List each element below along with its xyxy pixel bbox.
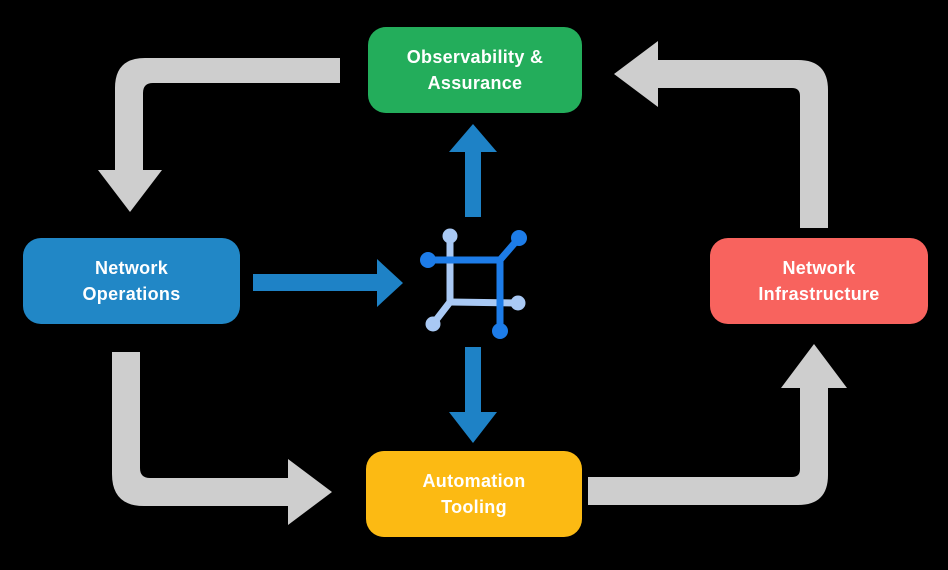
- node-network-operations-label-line2: Operations: [82, 284, 181, 304]
- node-observability-assurance: Observability & Assurance: [368, 27, 582, 113]
- cycle-arrow-automation-to-infrastructure: [588, 344, 847, 505]
- node-automation-tooling: Automation Tooling: [366, 451, 582, 537]
- node-network-infrastructure: Network Infrastructure: [710, 238, 928, 324]
- node-automation-tooling-label-line1: Automation: [422, 470, 526, 491]
- node-network-operations: Network Operations: [23, 238, 240, 324]
- flow-arrow-operations-to-center: [253, 259, 403, 307]
- cycle-arrow-operations-to-automation: [112, 352, 332, 525]
- cycle-arrow-infrastructure-to-observability: [614, 41, 828, 228]
- network-automation-icon: [420, 228, 527, 339]
- node-observability-assurance-label-line1: Observability &: [406, 46, 544, 67]
- network-automation-icon-light-nodes: [425, 228, 526, 332]
- node-observability-assurance-label-line2: Assurance: [427, 73, 523, 93]
- cycle-arrow-observability-to-operations: [98, 58, 340, 212]
- flow-arrow-center-to-observability: [449, 124, 497, 217]
- node-automation-tooling-label-line2: Tooling: [441, 497, 507, 517]
- node-network-infrastructure-label-line1: Network: [782, 257, 856, 278]
- network-automation-icon-dark-nodes: [420, 230, 527, 339]
- flow-arrow-center-to-automation: [449, 347, 497, 443]
- node-network-infrastructure-label-line2: Infrastructure: [758, 284, 880, 304]
- node-network-operations-label-line1: Network: [94, 257, 169, 278]
